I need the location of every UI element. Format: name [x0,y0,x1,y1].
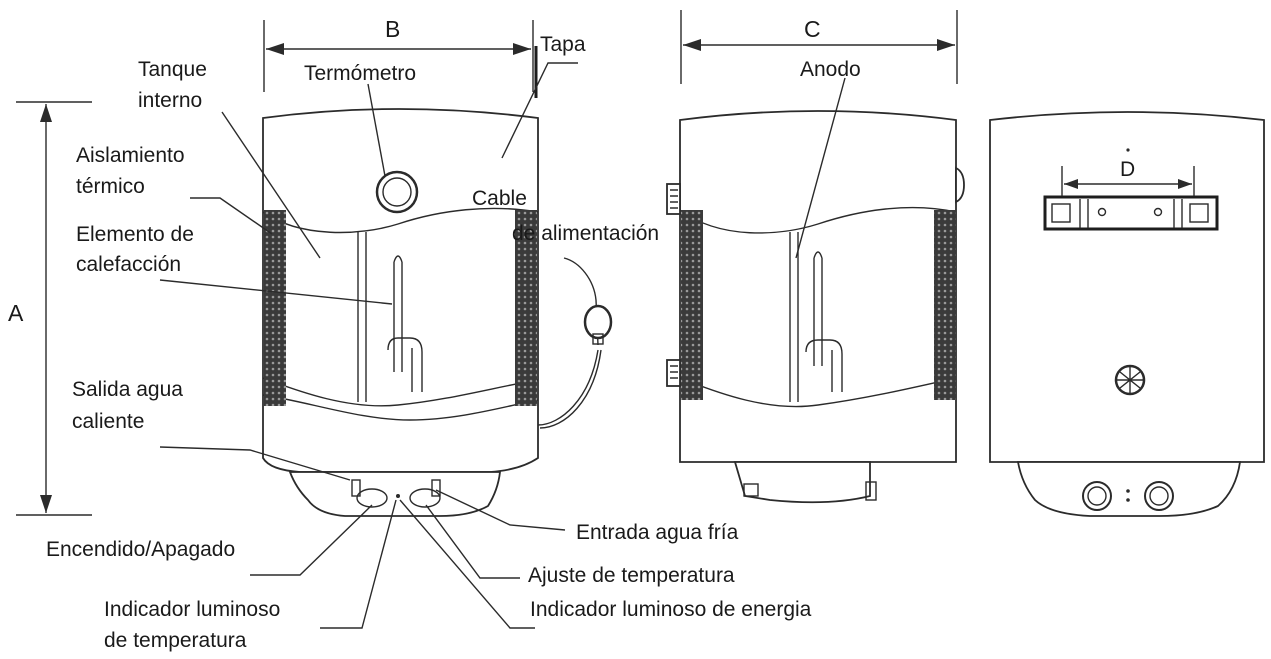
dimension-a-label: A [8,300,24,326]
heating-element [387,255,423,392]
label-ajuste: Ajuste de temperatura [528,564,735,587]
dimension-d-line [1061,148,1195,196]
side-insulation-left [681,210,703,400]
label-tanque-line2: interno [138,89,203,112]
label-cable-line2: de alimentación [512,222,660,245]
side-insulation-right [934,210,956,400]
label-aislamiento-line1: Aislamiento [76,144,185,167]
dimension-c-line [680,10,958,84]
label-elemento-line1: Elemento de [76,223,194,246]
anode-rod [805,251,843,392]
side-view [666,110,965,504]
label-salida-line1: Salida agua [72,378,183,401]
dimension-a-line [16,101,92,516]
mounting-bracket [1043,195,1219,231]
thermometer-icon [375,170,419,214]
rear-valve-icon [1114,364,1146,396]
dimension-d-label: D [1120,158,1136,181]
label-tapa: Tapa [540,33,586,56]
label-cable-line1: Cable [472,187,527,210]
label-anodo: Anodo [800,58,861,81]
insulation-right [515,210,537,406]
dimension-b-line [263,20,534,92]
dimension-b-label: B [385,16,401,42]
front-view [262,46,613,517]
insulation-left [264,210,286,406]
label-termometro: Termómetro [304,62,417,85]
label-indicador-energia: Indicador luminoso de energia [530,598,812,621]
label-indicador-temp-line2: de temperatura [104,629,247,652]
label-elemento-line2: calefacción [76,253,182,276]
rear-view [989,111,1265,517]
label-entrada: Entrada agua fría [576,521,739,544]
label-tanque-line1: Tanque [138,58,207,81]
leader-lines [159,62,846,629]
label-salida-line2: caliente [72,410,145,433]
label-aislamiento-line2: térmico [76,175,145,198]
label-indicador-temp-line1: Indicador luminoso [104,598,281,621]
side-connector-top [666,183,681,215]
knob-power [356,488,388,508]
side-connector-bottom [666,359,681,387]
label-encendido: Encendido/Apagado [46,538,236,561]
knob-temperature [409,488,441,508]
dimension-c-label: C [804,16,821,42]
power-cable [537,257,613,429]
